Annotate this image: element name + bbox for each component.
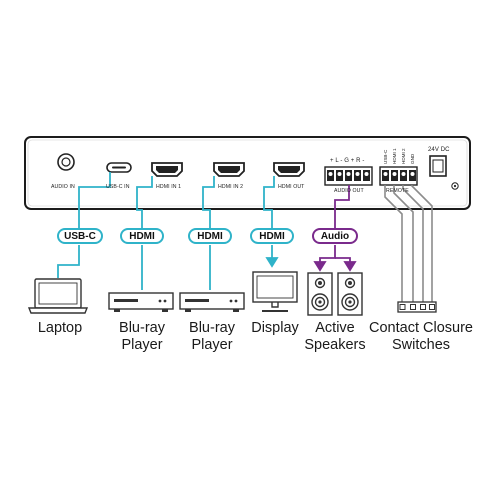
bluray-player-2-label-line: Player	[191, 337, 233, 353]
audio-out-label: AUDIO OUT	[334, 188, 364, 194]
audio-out-terminal-icon	[324, 166, 373, 186]
display-icon	[252, 271, 298, 312]
bluray-player-2-label: Blu-ray Player	[180, 320, 244, 354]
hdmi-in2-port-icon	[213, 162, 245, 177]
contact-closure-wires	[384, 185, 433, 302]
usbc-cable	[57, 172, 111, 278]
remote-pin-label: USB-C	[383, 149, 388, 164]
bluray-player-2-label-line: Blu-ray	[189, 320, 235, 336]
switches-label-line: Switches	[391, 337, 451, 353]
power-connector-icon	[429, 155, 459, 190]
usbc-connector-badge: USB-C	[57, 228, 103, 244]
bluray-player-1-icon	[108, 292, 174, 312]
speaker-left-icon	[307, 272, 333, 316]
contact-closure-switches-icon	[397, 301, 437, 313]
hdmi1-connector-badge: HDMI	[120, 228, 164, 244]
switches-label-line: Contact Closure	[369, 320, 473, 336]
speaker-right-icon	[337, 272, 363, 316]
remote-pin-label: HDMI 2	[401, 148, 406, 164]
speakers-label-line: Active	[315, 320, 355, 336]
hdmi-in2-label: HDMI IN 2	[218, 184, 244, 190]
audio-connector-badge: Audio	[312, 228, 358, 244]
hdmi1-cable	[136, 176, 153, 290]
usbc-in-label: USB-C IN	[106, 184, 130, 190]
audio-cable	[313, 185, 357, 272]
hdmi-out-label: HDMI OUT	[278, 184, 305, 190]
bluray-player-1-label-line: Blu-ray	[119, 320, 165, 336]
bluray-player-1-label: Blu-ray Player	[110, 320, 174, 354]
display-label: Display	[251, 320, 299, 336]
switches-label: Contact Closure Switches	[366, 320, 476, 354]
audio-polarity-label: + L - G + R -	[330, 158, 365, 164]
remote-pin-label: HDMI 1	[392, 148, 397, 164]
speakers-label-line: Speakers	[304, 337, 366, 353]
hdmi-in1-port-icon	[151, 162, 183, 177]
usbc-port-icon	[106, 162, 132, 173]
bluray-player-2-icon	[179, 292, 245, 312]
remote-terminal-icon	[379, 166, 418, 186]
speakers-label: Active Speakers	[300, 320, 370, 354]
hdmi-out-cable	[263, 176, 279, 268]
power-label: 24V DC	[428, 147, 450, 153]
remote-pin-label: GND	[410, 153, 415, 164]
hdmi3-connector-badge: HDMI	[250, 228, 294, 244]
bluray-player-1-label-line: Player	[121, 337, 163, 353]
audio-in-jack-icon	[57, 153, 75, 171]
hdmi-in1-label: HDMI IN 1	[156, 184, 182, 190]
laptop-icon	[27, 278, 89, 314]
hdmi2-connector-badge: HDMI	[188, 228, 232, 244]
hdmi-out-port-icon	[273, 162, 305, 177]
audio-in-label: AUDIO IN	[51, 184, 75, 190]
laptop-label: Laptop	[37, 320, 83, 336]
hdmi2-cable	[202, 176, 215, 290]
remote-label: REMOTE	[386, 188, 409, 194]
